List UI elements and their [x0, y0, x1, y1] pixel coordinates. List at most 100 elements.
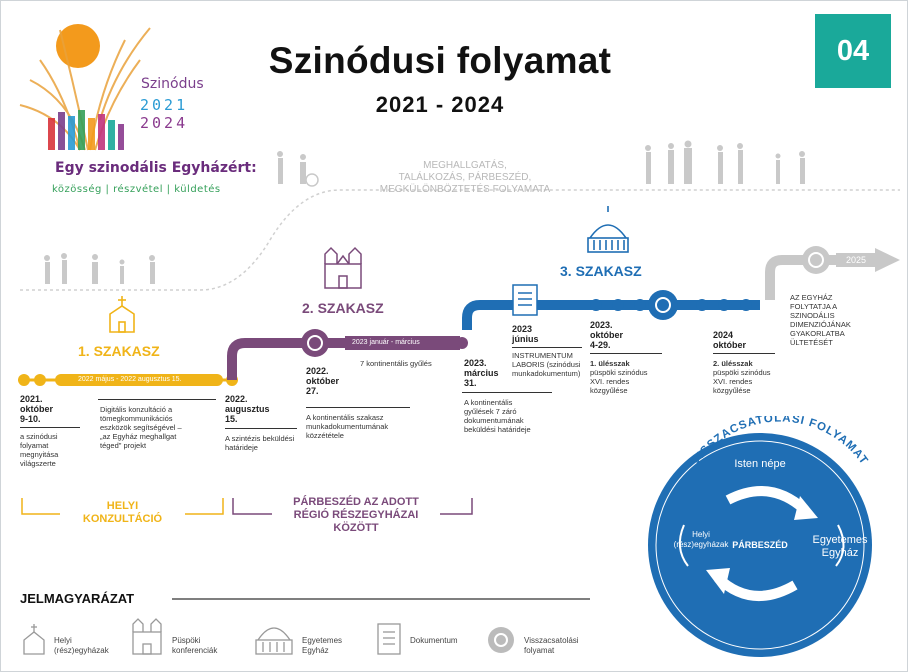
stage-3-title: 3. SZAKASZ	[560, 263, 642, 279]
stage3-track	[462, 290, 760, 330]
text-line: munkadokumentumának	[306, 422, 389, 431]
text-line: SZINODÁLIS	[790, 311, 835, 320]
legend-item-bishops-conferences: Püspöki konferenciák	[172, 636, 217, 656]
future-continuation-text: AZ EGYHÁZ FOLYTATJA A SZINODÁLIS DIMENZI…	[790, 293, 851, 347]
milestone-2023-jun-text: INSTRUMENTUM LABORIS (szinódusi munkadok…	[512, 351, 580, 378]
date-line: október	[20, 404, 54, 414]
logo-words: közösség | részvétel | küldetés	[52, 184, 221, 195]
text-line: dokumentumának	[464, 416, 524, 425]
text-line: A kontinentális szakasz	[306, 413, 384, 422]
session-title: 1. ülésszak	[590, 359, 630, 368]
people-silhouettes	[44, 140, 805, 284]
text-line: (rész)egyházak	[673, 540, 729, 549]
text-line: világszerte	[20, 459, 56, 468]
legend-feedback-cycle-icon	[488, 627, 514, 653]
process-line-1: MEGHALLGATÁS,	[423, 160, 507, 171]
process-description: MEGHALLGATÁS, TALÁLKOZÁS, PÁRBESZÉD, MEG…	[345, 160, 585, 196]
text-line: „az Egyház meghallgat	[100, 432, 177, 441]
divider	[225, 428, 297, 429]
stage3-dot-f	[740, 299, 752, 311]
text-line: közzététele	[306, 431, 344, 440]
legend-label-line: (rész)egyházak	[54, 646, 109, 655]
milestone-2021-text: a szinódusi folyamat megnyitása világsze…	[20, 432, 58, 468]
feedback-circle	[648, 433, 872, 657]
feedback-left: Helyi (rész)egyházak	[658, 530, 744, 550]
future-cycle	[802, 246, 830, 274]
milestone-2024-oct-date: 2024 október	[713, 330, 746, 350]
divider	[20, 427, 80, 428]
region-dialogue: PÁRBESZÉD AZ ADOTT RÉGIÓ RÉSZEGYHÁZAI KÖ…	[272, 496, 440, 535]
feedback-center: PÁRBESZÉD	[732, 540, 788, 550]
stage3-dot-c	[634, 299, 646, 311]
legend-item-universal-church: Egyetemes Egyház	[302, 636, 342, 656]
legend-label-line: konferenciák	[172, 646, 218, 655]
date-line: 2022.	[225, 394, 248, 404]
date-line: június	[512, 334, 539, 344]
text-line: Egyház	[821, 547, 859, 559]
region-line: KONZULTÁCIÓ	[82, 513, 163, 525]
page-years: 2021 - 2024	[375, 92, 505, 117]
legend-cathedral-icon	[132, 618, 162, 655]
document-icon-timeline	[512, 284, 538, 316]
stage1-bar-label: 2022 május - 2022 augusztus 15.	[78, 376, 182, 383]
stage2-track	[227, 329, 468, 380]
text-line: eszközök segítségével –	[100, 423, 182, 432]
page-title: Szinódusi folyamat	[268, 40, 612, 81]
milestone-2023-oct-date: 2023. október 4-29.	[590, 320, 623, 350]
text-line: beküldési határideje	[464, 425, 531, 434]
milestone-2023-mar-date: 2023. március 31.	[464, 358, 499, 388]
text-line: téged" projekt	[100, 441, 147, 450]
legend-title: JELMAGYARÁZAT	[20, 591, 135, 606]
text-line: gyűlések 7 záró	[464, 407, 517, 416]
process-line-2: TALÁLKOZÁS, PÁRBESZÉD,	[398, 172, 532, 183]
legend-label-line: Püspöki	[172, 636, 201, 645]
text-line: munkadokumentum)	[512, 369, 581, 378]
date-line: 9-10.	[20, 414, 41, 424]
process-line-3: MEGKÜLÖNBÖZTETÉS FOLYAMATA	[379, 184, 551, 195]
date-line: 2021.	[20, 394, 43, 404]
date-line: augusztus	[225, 404, 270, 414]
logo-people	[48, 110, 124, 150]
date-line: 2022.	[306, 366, 329, 376]
logo-sun	[56, 24, 100, 68]
date-line: 27.	[306, 386, 319, 396]
milestone-2022-aug-date: 2022. augusztus 15.	[225, 394, 270, 424]
milestone-2023-mar-text: A kontinentális gyűlések 7 záró dokument…	[464, 398, 531, 434]
stage3-cycle	[648, 290, 678, 320]
divider	[590, 353, 662, 354]
divider	[713, 353, 775, 354]
text-line: AZ EGYHÁZ	[790, 293, 833, 302]
text-line: megnyitása	[20, 450, 59, 459]
logo-tagline: Egy szinodális Egyházért:	[55, 160, 257, 176]
date-line: 4-29.	[590, 340, 611, 350]
stage2-bar-label: 2023 január - március	[352, 339, 420, 346]
text-line: Egyetemes	[812, 534, 868, 546]
region-line: HELYI	[106, 500, 139, 512]
region-line: KÖZÖTT	[333, 522, 379, 534]
future-year-label: 2025	[846, 255, 867, 265]
divider	[512, 347, 582, 348]
stage-1-title: 1. SZAKASZ	[78, 343, 160, 359]
text-line: A kontinentális	[464, 398, 513, 407]
text-line: INSTRUMENTUM	[512, 351, 573, 360]
milestone-2022-aug-text: A szintézis beküldési határideje	[225, 434, 294, 452]
cathedral-icon	[324, 246, 362, 289]
text-line: GYAKORLATBA	[790, 329, 845, 338]
legend-item-feedback: Visszacsatolási folyamat	[524, 636, 579, 656]
synod-logo-graphic	[19, 24, 151, 151]
divider	[98, 399, 216, 400]
church-icon	[109, 296, 135, 333]
milestone-2023-jun-date: 2023 június	[512, 324, 539, 344]
continental-assemblies-text: 7 kontinentális gyűlés	[360, 359, 432, 368]
legend-label-line: folyamat	[524, 646, 555, 655]
date-line: március	[464, 368, 499, 378]
divider	[306, 407, 410, 408]
text-line: tömegkommunikációs	[100, 414, 173, 423]
date-line: 31.	[464, 378, 477, 388]
region-line: RÉGIÓ RÉSZEGYHÁZAI	[293, 509, 419, 521]
stage1-dot-b	[34, 374, 46, 386]
stage2-dot-end	[456, 337, 468, 349]
milestone-2022-oct-date: 2022. október 27.	[306, 366, 339, 396]
legend-label-line: Egyetemes	[302, 636, 343, 645]
